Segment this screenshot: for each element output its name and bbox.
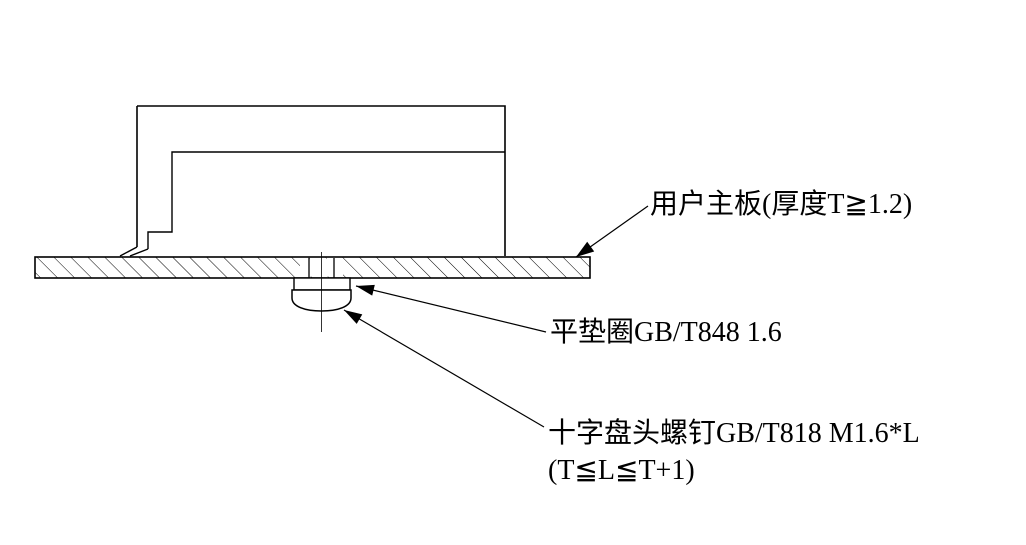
module-inner-step-edge	[147, 151, 505, 249]
leader-board	[575, 205, 649, 258]
leader-line-washer	[355, 285, 547, 333]
screw-note-label: (T≦L≦T+1)	[548, 455, 695, 486]
leader-washer	[355, 284, 547, 333]
washer-label: 平垫圈GB/T848 1.6	[550, 316, 782, 348]
module-inner-foot-chamfer	[129, 248, 149, 257]
user-motherboard-section	[34, 256, 591, 279]
leader-arrowhead-board	[576, 241, 595, 257]
screw-label: 十字盘头螺钉GB/T818 M1.6*L	[548, 417, 920, 449]
leader-arrowhead-washer	[356, 284, 375, 296]
module-left-foot-chamfer	[119, 246, 138, 257]
screw-assembly	[291, 252, 352, 332]
flat-washer-section	[293, 277, 351, 291]
module-outer-top-right-edge	[137, 105, 506, 256]
leader-arrowhead-screw	[344, 310, 363, 324]
leader-line-screw	[343, 309, 545, 428]
module-body-outline	[119, 105, 506, 257]
leader-screw	[343, 309, 545, 428]
board-label: 用户主板(厚度T≧1.2)	[650, 188, 912, 220]
